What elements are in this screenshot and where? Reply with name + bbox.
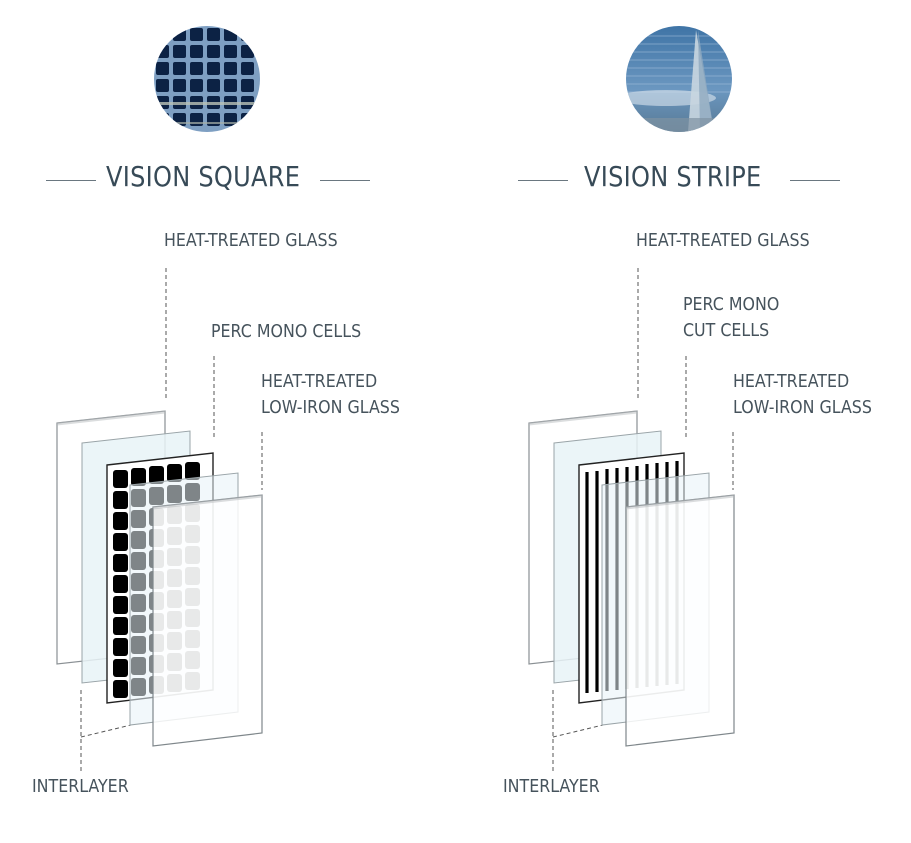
label-interlayer: INTERLAYER <box>503 776 600 797</box>
title-rule-left <box>518 180 568 181</box>
label-low-iron-glass: HEAT-TREATED LOW-IRON GLASS <box>733 371 872 418</box>
label-perc-mono-cells: PERC MONO CELLS <box>211 321 362 342</box>
label-interlayer: INTERLAYER <box>32 776 129 797</box>
vision-square-exploded-diagram <box>56 268 263 772</box>
label-heat-treated-glass: HEAT-TREATED GLASS <box>636 230 810 251</box>
vision-stripe-thumbnail <box>626 26 732 132</box>
label-perc-mono-cut-cells: PERC MONO CUT CELLS <box>683 294 780 341</box>
title-rule-right <box>790 180 840 181</box>
product-title: VISION STRIPE <box>584 160 762 193</box>
label-heat-treated-glass: HEAT-TREATED GLASS <box>164 230 338 251</box>
label-low-iron-glass: HEAT-TREATED LOW-IRON GLASS <box>261 371 400 418</box>
striped-skyscraper-image <box>626 26 732 132</box>
product-title: VISION SQUARE <box>106 160 301 193</box>
title-rule-right <box>320 180 370 181</box>
title-rule-left <box>46 180 96 181</box>
vision-stripe-exploded-diagram <box>528 268 735 772</box>
